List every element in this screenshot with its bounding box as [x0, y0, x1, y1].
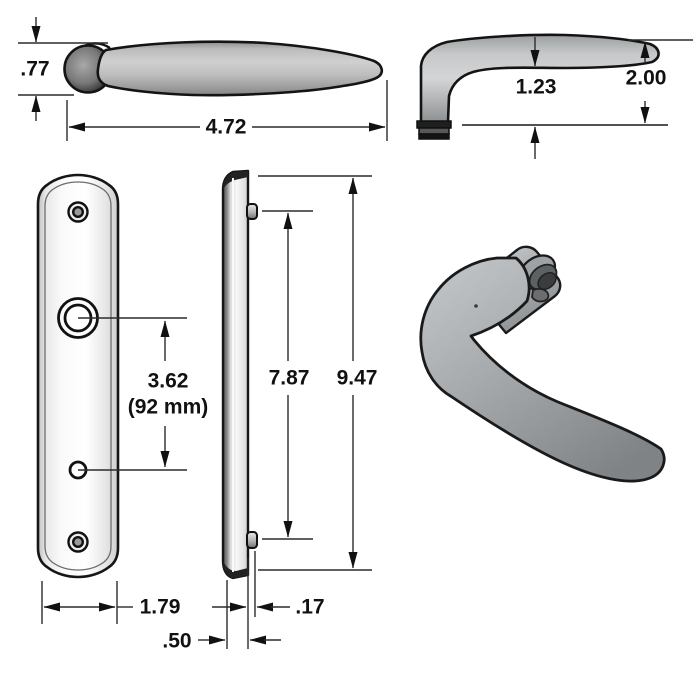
dim-label-grip-width: .77: [20, 57, 50, 81]
lever-body-3d: [419, 256, 666, 483]
handle-side-outline: [419, 33, 660, 124]
handle-top-view: [18, 17, 388, 141]
handle-side-view: [416, 33, 693, 159]
dim-handle-projection: [628, 39, 693, 124]
handle-grip-outline: [96, 40, 384, 97]
dim-boss-span: [262, 210, 313, 540]
dim-boss-projection: [212, 551, 290, 649]
dim-grip-width: [18, 17, 108, 121]
screw-hole-bottom: [67, 531, 89, 553]
dim-label-projection: 2.00: [625, 66, 667, 90]
dim-label-hole-spacing: 3.62: [147, 369, 189, 393]
dim-label-overall-length: 9.47: [336, 366, 378, 390]
dim-label-boss-projection: .17: [295, 595, 325, 619]
dim-label-plate-width: 1.79: [139, 595, 181, 619]
surface-dot: [474, 304, 478, 308]
backplate-outline: [36, 173, 120, 579]
dim-label-inner-length: 7.87: [268, 366, 310, 390]
dim-plate-width: [41, 581, 133, 624]
spindle-hub-notch: [531, 287, 550, 303]
backplate-front-view: [36, 173, 187, 624]
dim-plate-overall-length: [258, 175, 372, 571]
backplate-bevel-line: [44, 181, 112, 571]
dim-label-grip-length: 4.72: [205, 115, 247, 139]
handle-3d-view: [419, 245, 666, 483]
dim-hole-spacing: [78, 317, 187, 471]
mounting-boss-top: [246, 203, 258, 220]
backplate-side-bottom-cap: [223, 561, 248, 578]
dim-label-plate-depth: .50: [162, 629, 192, 653]
screw-hole-top: [67, 201, 89, 223]
spindle-collar: [416, 120, 452, 140]
backplate-side-outline: [221, 169, 250, 580]
backplate-side-top-cap: [223, 171, 248, 190]
dim-label-grip-clearance: 1.23: [515, 75, 557, 99]
backplate-side-view: [198, 169, 372, 649]
mounting-boss-bottom: [246, 531, 258, 549]
dim-grip-length: [66, 80, 388, 141]
dim-label-hole-spacing-mm: (92 mm): [127, 395, 209, 419]
